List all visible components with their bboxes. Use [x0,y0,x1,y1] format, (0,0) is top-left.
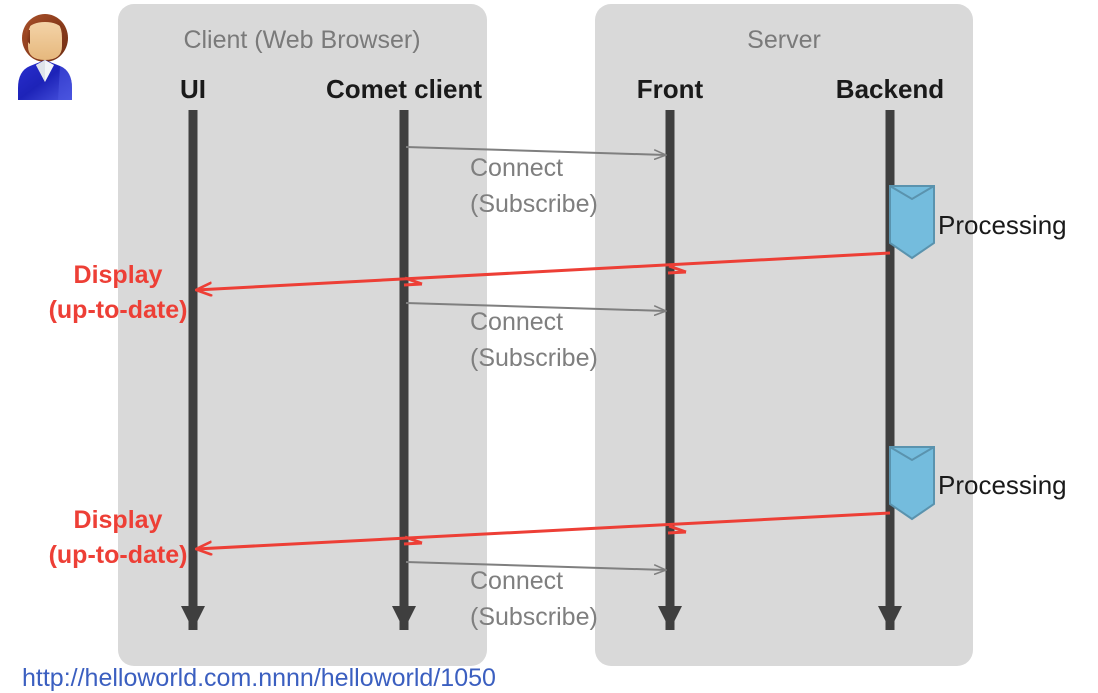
avatar-suit-highlight [58,66,72,100]
message-label-connect-1-line2: (Subscribe) [470,190,598,218]
processing-chevron-1 [889,185,935,260]
message-label-display-2-line1: Display [74,506,163,534]
message-label-display-2-line2: (up-to-date) [49,541,188,569]
processing-chevron-notch-1 [889,185,935,201]
lifeline-label-comet-client: Comet client [326,74,482,104]
lifeline-label-backend: Backend [836,74,944,104]
footer-url-link[interactable]: http://helloworld.com.nnnn/helloworld/10… [22,664,496,692]
message-label-display-1-line2: (up-to-date) [49,296,188,324]
message-display-2: Display (up-to-date) [49,506,891,569]
message-arrow-connect-3 [405,561,666,570]
message-arrow-display-2 [196,511,891,549]
processing-label-2: Processing [938,470,1067,500]
avatar-face [28,18,62,60]
message-connect-2: Connect (Subscribe) [405,302,666,372]
message-label-connect-3-line1: Connect [470,567,563,595]
activation-processing-2: Processing [889,446,1067,521]
message-arrow-connect-1 [405,146,666,155]
lifeline-label-front: Front [637,74,704,104]
avatar-hair-top [26,16,64,38]
panel-client-background [118,4,487,666]
message-label-connect-2-line2: (Subscribe) [470,344,598,372]
processing-label-1: Processing [938,210,1067,240]
lifeline-label-ui: UI [180,74,206,104]
activation-processing-1: Processing [889,185,1067,260]
panel-client: Client (Web Browser) [118,4,487,666]
message-arrowhead-display-1-front [667,264,687,275]
processing-chevron-2 [889,446,935,521]
message-label-connect-2-line1: Connect [470,308,563,336]
message-label-connect-3-line2: (Subscribe) [470,603,598,631]
message-label-display-1-line1: Display [74,261,163,289]
message-connect-1: Connect (Subscribe) [405,146,666,218]
message-display-1: Display (up-to-date) [49,251,891,324]
message-label-connect-1-line1: Connect [470,154,563,182]
message-arrowhead-display-2-comet [403,535,423,546]
message-arrow-display-1 [196,251,891,290]
panel-client-title: Client (Web Browser) [183,26,420,54]
avatar-shirt-shadow [36,60,45,82]
panel-server-title: Server [747,26,821,54]
user-avatar-icon [18,14,72,100]
panel-server: Server [595,4,973,666]
message-arrowhead-display-2-front [667,524,687,535]
avatar-hair-side [26,30,30,44]
message-connect-3: Connect (Subscribe) [405,561,666,631]
message-arrow-connect-2 [405,302,666,311]
processing-chevron-notch-2 [889,446,935,462]
message-arrowhead-display-1-comet [403,276,423,287]
panel-server-background [595,4,973,666]
